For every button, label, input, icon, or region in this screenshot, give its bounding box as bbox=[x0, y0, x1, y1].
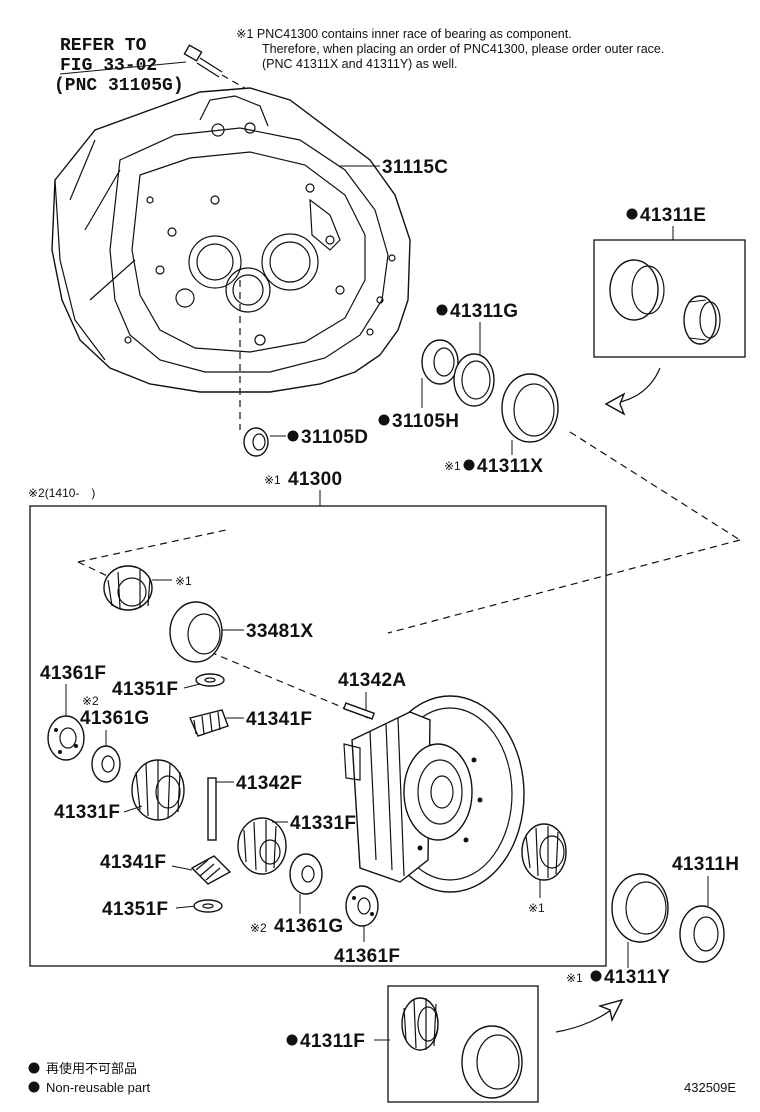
refer-line-2: FIG 33-02 bbox=[60, 56, 157, 76]
shaft-41342F-drawing bbox=[207, 777, 217, 841]
legend-marker bbox=[28, 1081, 40, 1093]
shim-h-drawing bbox=[679, 905, 725, 963]
part-label-41311Y[interactable]: 41311Y bbox=[604, 967, 670, 988]
pinion-washer-bottom-drawing bbox=[193, 899, 223, 913]
side-gear-left-drawing bbox=[131, 759, 185, 821]
bearing-41311F-drawing bbox=[401, 997, 523, 1099]
non-reusable-marker bbox=[463, 459, 475, 471]
part-label-41361G-bottom[interactable]: 41361G bbox=[274, 916, 343, 937]
pinion-washer-drawing bbox=[195, 673, 225, 687]
legend-jp: 再使用不可部品 bbox=[46, 1061, 137, 1076]
pin-41342A-drawing bbox=[342, 702, 376, 720]
part-label-31105D[interactable]: 31105D bbox=[301, 427, 368, 448]
part-label-33481X[interactable]: 33481X bbox=[246, 621, 313, 642]
part-label-31105H[interactable]: 31105H bbox=[392, 411, 459, 432]
thrust-washer-f-bottom-drawing bbox=[345, 885, 379, 927]
part-label-41341F-bottom[interactable]: 41341F bbox=[100, 852, 166, 873]
kit-box-41311F bbox=[387, 985, 539, 1103]
part-label-41361F-bottom[interactable]: 41361F bbox=[334, 946, 400, 967]
non-reusable-marker bbox=[626, 208, 638, 220]
refer-line-3: (PNC 31105G) bbox=[54, 76, 184, 96]
thrust-washer-g-bottom-drawing bbox=[289, 853, 323, 895]
pinion-gear-bottom-drawing bbox=[190, 855, 232, 885]
assembly-box-41300 bbox=[29, 505, 607, 967]
part-label-41300[interactable]: 41300 bbox=[288, 469, 342, 490]
outer-race-y-drawing bbox=[611, 873, 669, 943]
part-label-41351F-bottom[interactable]: 41351F bbox=[102, 899, 168, 920]
kome1-mark: ※1 bbox=[528, 901, 545, 915]
part-label-31115C[interactable]: 31115C bbox=[382, 157, 448, 178]
part-label-41361G-left[interactable]: 41361G bbox=[80, 708, 149, 729]
part-label-41311G[interactable]: 41311G bbox=[450, 301, 518, 322]
date-range-note: ※2(1410- ) bbox=[28, 486, 95, 500]
legend-en: Non-reusable part bbox=[46, 1080, 150, 1095]
note-line-2: Therefore, when placing an order of PNC4… bbox=[262, 42, 664, 56]
kome1-mark: ※1 bbox=[175, 574, 192, 588]
part-label-41311X[interactable]: 41311X bbox=[477, 456, 543, 477]
kit-box-41311E bbox=[593, 239, 746, 358]
differential-case-drawing bbox=[343, 695, 525, 893]
part-label-41311F[interactable]: 41311F bbox=[300, 1031, 365, 1052]
note-line-3: (PNC 41311X and 41311Y) as well. bbox=[262, 57, 457, 71]
refer-line-1: REFER TO bbox=[60, 36, 147, 56]
part-label-41311H[interactable]: 41311H bbox=[672, 854, 739, 875]
side-gear-right-drawing bbox=[237, 817, 287, 875]
part-label-41331F-right[interactable]: 41331F bbox=[290, 813, 356, 834]
kome1-mark: ※1 bbox=[264, 473, 281, 487]
part-label-41361F-left[interactable]: 41361F bbox=[40, 663, 106, 684]
non-reusable-marker bbox=[378, 414, 390, 426]
oil-seal-drawing bbox=[243, 427, 269, 457]
kome1-mark: ※1 bbox=[566, 971, 583, 985]
bearing-inner-right-drawing bbox=[521, 823, 567, 881]
kome2-mark: ※2 bbox=[250, 921, 267, 935]
transmission-case-drawing bbox=[51, 87, 411, 393]
non-reusable-marker bbox=[436, 304, 448, 316]
legend-marker bbox=[28, 1062, 40, 1074]
kome1-mark: ※1 bbox=[444, 459, 461, 473]
bearing-41311E-drawing bbox=[609, 259, 721, 345]
part-label-41311E[interactable]: 41311E bbox=[640, 205, 706, 226]
refer-to-figure-link[interactable]: REFER TO FIG 33-02 (PNC 31105G) bbox=[54, 36, 184, 96]
part-label-41342A[interactable]: 41342A bbox=[338, 670, 406, 691]
non-reusable-marker bbox=[286, 1034, 298, 1046]
part-label-41342F[interactable]: 41342F bbox=[236, 773, 302, 794]
bearing-race-drawing bbox=[421, 339, 559, 443]
ring-33481X-drawing bbox=[169, 601, 223, 663]
arrow-icon bbox=[555, 1005, 617, 1033]
bearing-inner-drawing bbox=[103, 565, 153, 611]
note-line-1: ※1 PNC41300 contains inner race of beari… bbox=[236, 27, 572, 41]
pinion-gear-drawing bbox=[189, 709, 229, 737]
figure-id: 432509E bbox=[684, 1080, 736, 1095]
kome2-mark: ※2 bbox=[82, 694, 99, 708]
part-label-41351F-top[interactable]: 41351F bbox=[112, 679, 178, 700]
part-label-41331F-left[interactable]: 41331F bbox=[54, 802, 120, 823]
thrust-washer-drawing bbox=[47, 715, 85, 761]
thrust-washer-g-drawing bbox=[91, 745, 121, 783]
part-label-41341F-top[interactable]: 41341F bbox=[246, 709, 312, 730]
non-reusable-marker bbox=[590, 970, 602, 982]
non-reusable-marker bbox=[287, 430, 299, 442]
